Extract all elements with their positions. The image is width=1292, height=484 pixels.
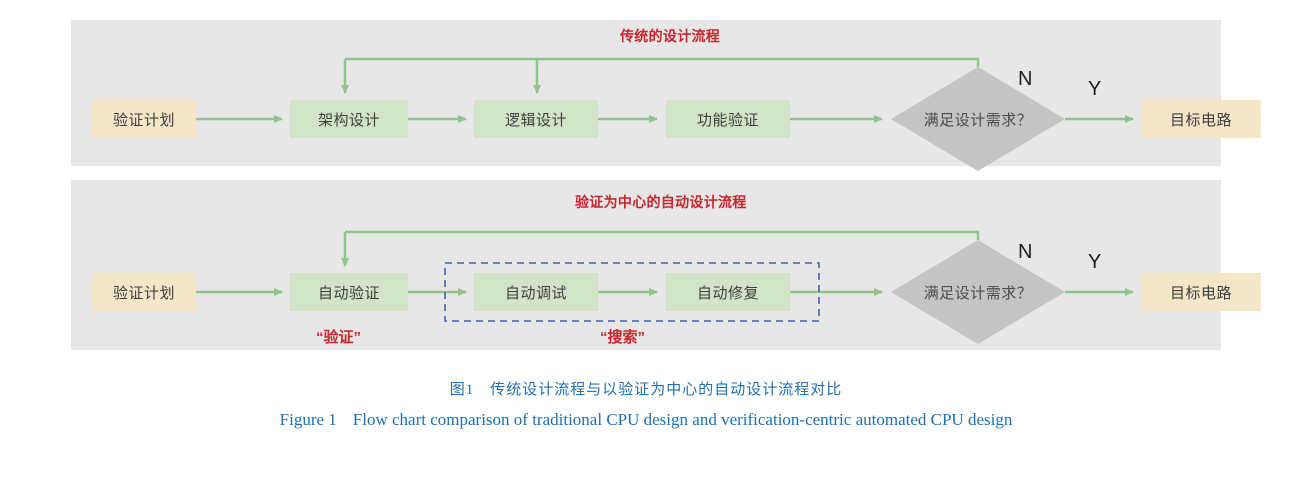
node-automated-decision[interactable]: 满足设计需求？ bbox=[891, 240, 1065, 344]
node-label: 满足设计需求？ bbox=[923, 284, 1033, 302]
caption-english-label: Figure 1 bbox=[279, 410, 337, 429]
node-label: 验证计划 bbox=[112, 284, 175, 302]
node-automated-debug[interactable]: 自动调试 bbox=[474, 273, 598, 311]
caption-chinese-text: 传统设计流程与以验证为中心的自动设计流程对比 bbox=[490, 382, 843, 398]
node-automated-verification[interactable]: 自动验证 bbox=[290, 273, 408, 311]
node-label: 自动调试 bbox=[504, 284, 567, 302]
node-label: 自动修复 bbox=[696, 284, 759, 302]
node-traditional-architecture[interactable]: 架构设计 bbox=[290, 100, 408, 138]
node-label: 目标电路 bbox=[1169, 111, 1232, 129]
node-label: 架构设计 bbox=[317, 111, 380, 129]
annotation-search: “搜索” bbox=[600, 329, 646, 346]
caption-chinese: 图1 传统设计流程与以验证为中心的自动设计流程对比 bbox=[0, 378, 1292, 399]
node-traditional-target-circuit[interactable]: 目标电路 bbox=[1141, 100, 1261, 138]
caption-english-text: Flow chart comparison of traditional CPU… bbox=[352, 410, 1013, 429]
branch-label-no-traditional: N bbox=[1018, 68, 1033, 90]
node-traditional-decision[interactable]: 满足设计需求？ bbox=[891, 67, 1065, 171]
caption-english: Figure 1 Flow chart comparison of traditi… bbox=[0, 410, 1292, 430]
node-automated-target-circuit[interactable]: 目标电路 bbox=[1141, 273, 1261, 311]
annotation-verification: “验证” bbox=[316, 329, 362, 346]
node-traditional-logic[interactable]: 逻辑设计 bbox=[474, 100, 598, 138]
node-label: 功能验证 bbox=[696, 111, 759, 129]
automated-flow-title: 验证为中心的自动设计流程 bbox=[575, 194, 747, 210]
node-automated-repair[interactable]: 自动修复 bbox=[666, 273, 790, 311]
node-label: 逻辑设计 bbox=[504, 111, 567, 129]
node-label: 目标电路 bbox=[1169, 284, 1232, 302]
node-traditional-functional-verification[interactable]: 功能验证 bbox=[666, 100, 790, 138]
branch-label-yes-automated: Y bbox=[1088, 251, 1102, 273]
node-traditional-plan[interactable]: 验证计划 bbox=[92, 100, 196, 138]
node-automated-plan[interactable]: 验证计划 bbox=[92, 273, 196, 311]
branch-label-no-automated: N bbox=[1018, 241, 1033, 263]
traditional-flow-panel bbox=[71, 20, 1221, 166]
traditional-flow-title: 传统的设计流程 bbox=[620, 28, 721, 44]
node-label: 验证计划 bbox=[112, 111, 175, 129]
caption-chinese-label: 图1 bbox=[449, 382, 475, 398]
node-label: 满足设计需求？ bbox=[923, 111, 1033, 129]
branch-label-yes-traditional: Y bbox=[1088, 78, 1102, 100]
node-label: 自动验证 bbox=[317, 284, 380, 302]
